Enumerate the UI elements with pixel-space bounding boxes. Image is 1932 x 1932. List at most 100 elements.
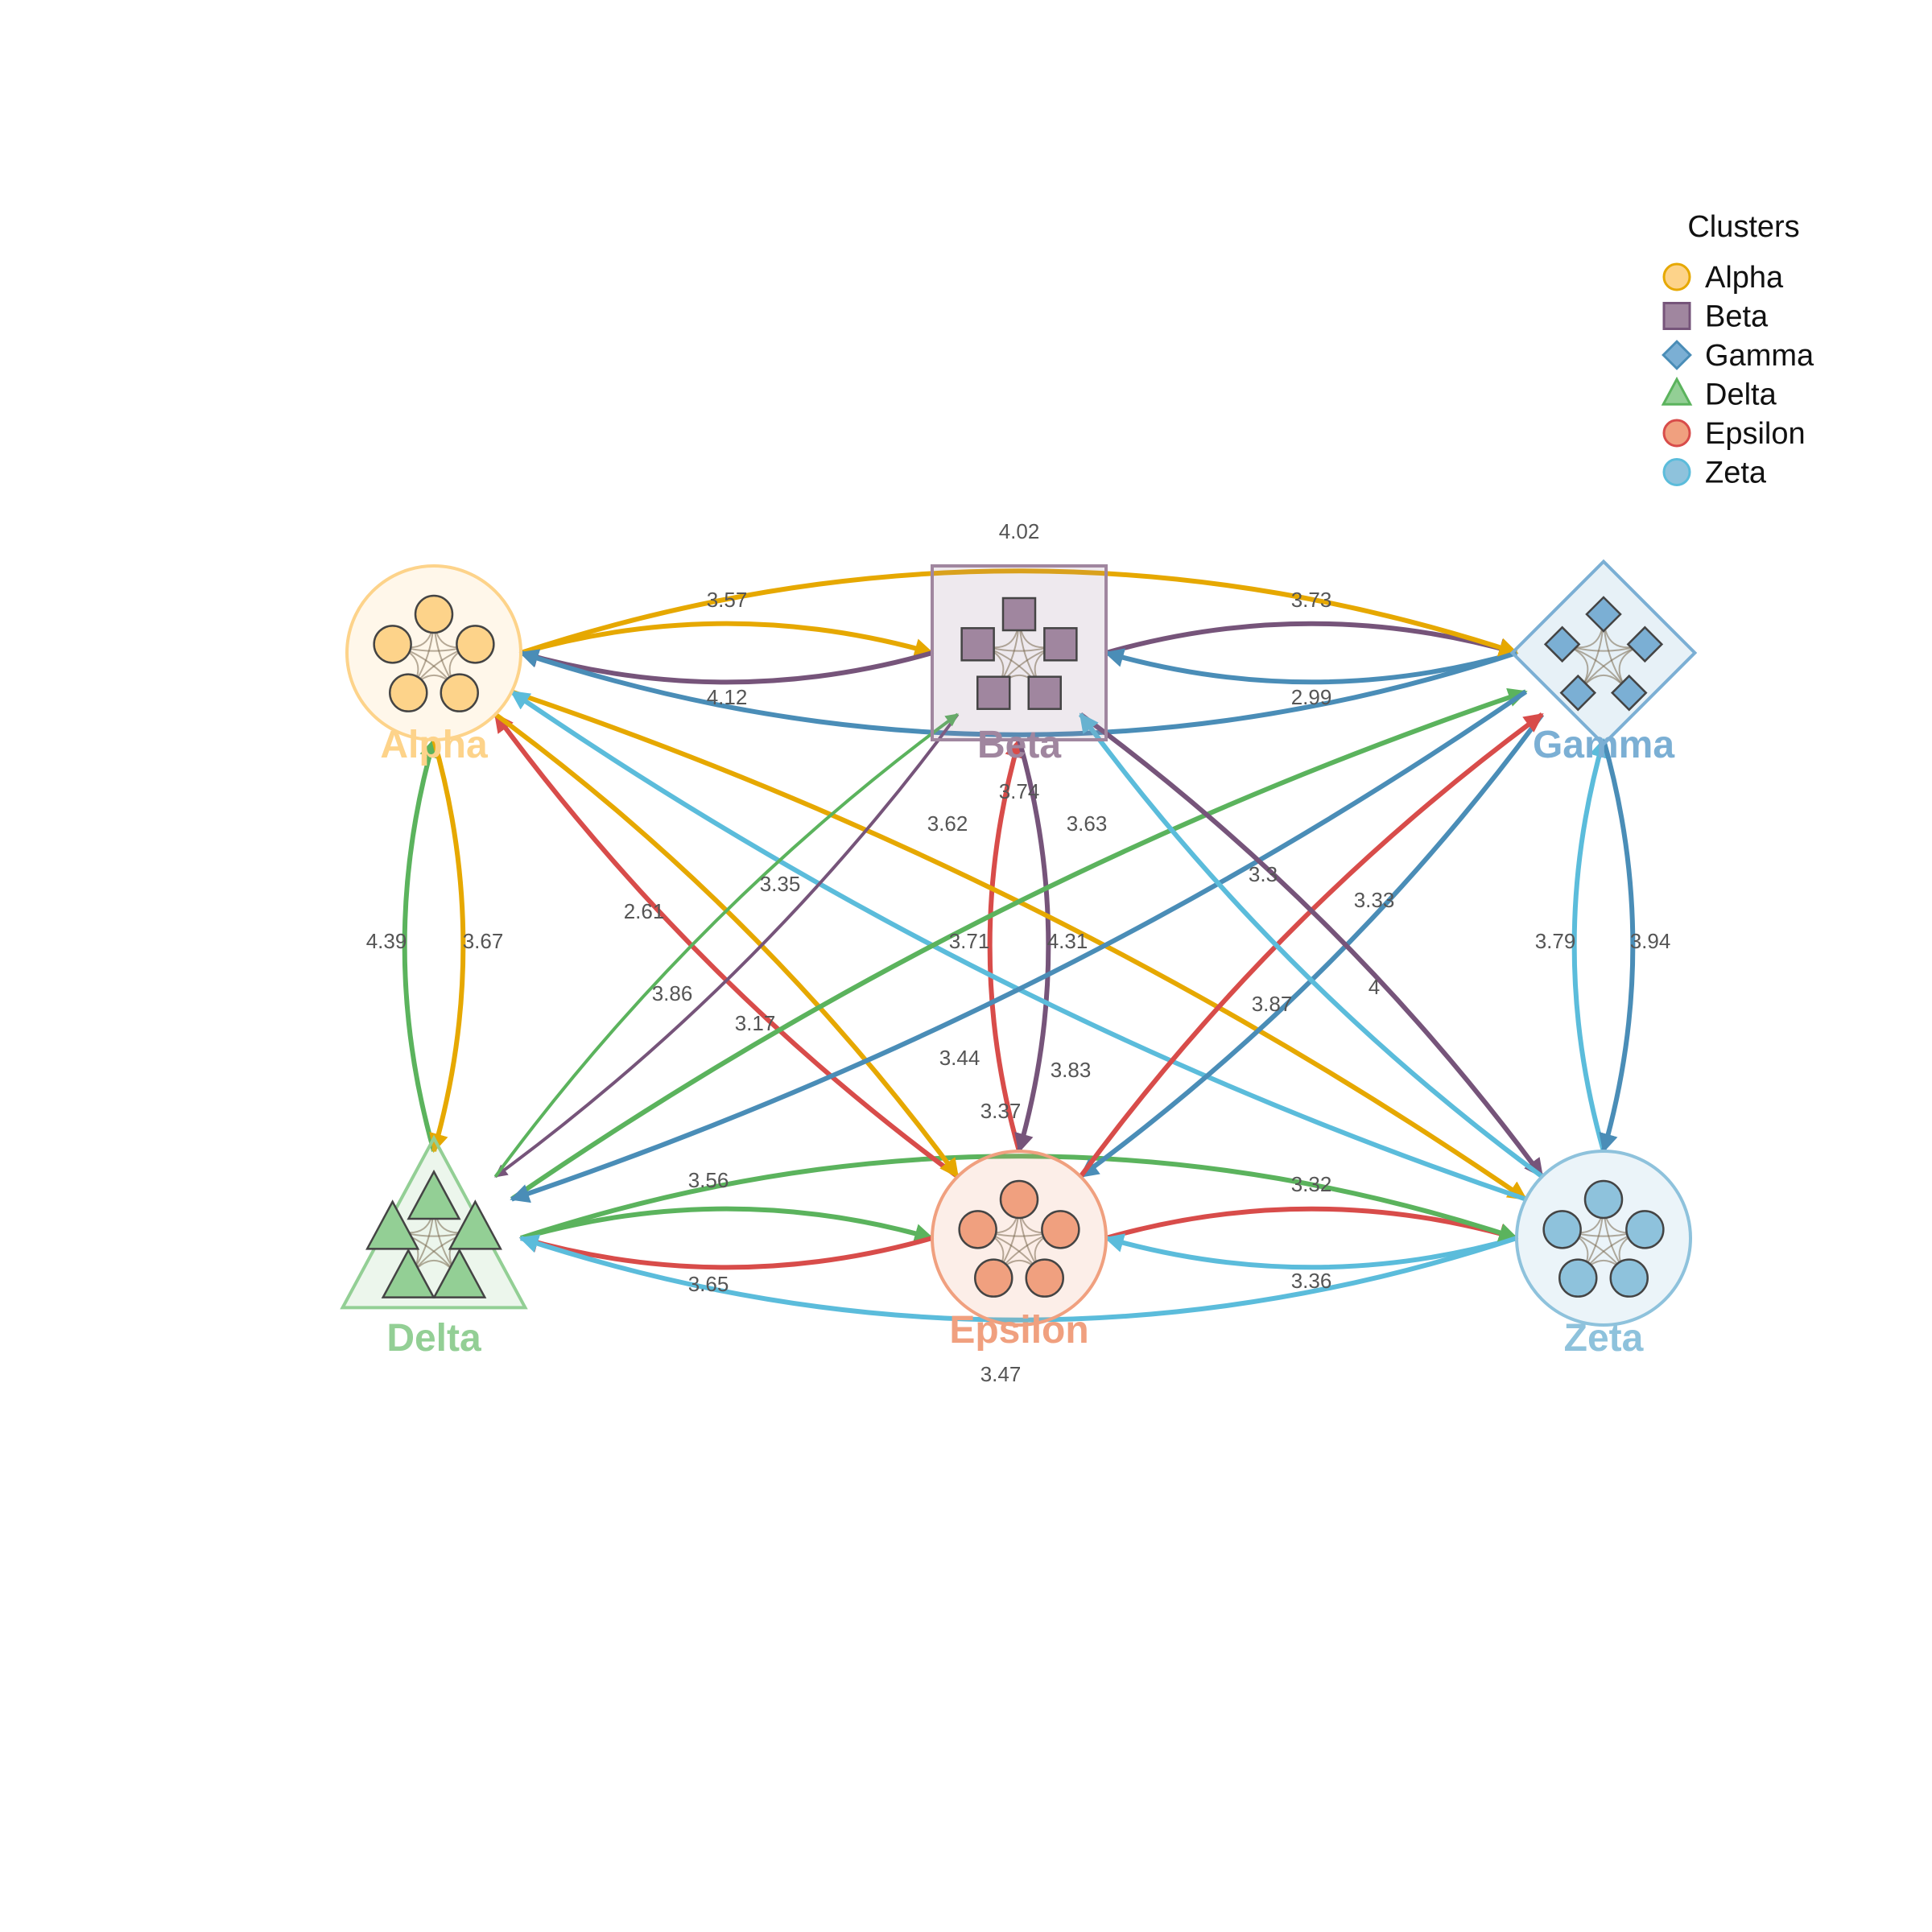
edge-weight-label: 4.39 (366, 929, 407, 953)
legend-title: Clusters (1687, 210, 1799, 244)
edge-weight-label: 4.12 (707, 685, 748, 709)
edge-alpha-to-beta (520, 621, 935, 658)
member-node (414, 594, 454, 634)
member-node (365, 1199, 420, 1250)
cluster-delta[interactable]: Delta (340, 1134, 528, 1360)
legend-item-gamma[interactable]: Gamma (1662, 339, 1814, 373)
edge-weight-label: 2.61 (624, 899, 665, 923)
member-node (1626, 625, 1664, 663)
edge-weight-label: 3.17 (735, 1011, 776, 1035)
member-node (1583, 1179, 1624, 1220)
edge-weight-label: 3.83 (1051, 1058, 1092, 1082)
cluster-boundary (340, 1134, 528, 1310)
member-node (1625, 1210, 1665, 1249)
edge-weight-label: 3.35 (760, 872, 801, 896)
legend-item-beta[interactable]: Beta (1662, 300, 1769, 334)
member-node (448, 1199, 502, 1250)
member-node (381, 1248, 436, 1298)
edge-weight-label: 3.79 (1535, 929, 1576, 953)
legend-label: Gamma (1705, 339, 1814, 373)
edge-gamma-to-epsilon (1079, 712, 1545, 1179)
legend-marker-square-icon (1662, 302, 1691, 330)
edge-beta-to-epsilon (1014, 739, 1051, 1154)
cluster-alpha[interactable]: Alpha (345, 564, 522, 766)
edge-weight-label: 3.94 (1630, 929, 1671, 953)
member-node (1610, 674, 1648, 712)
cluster-beta[interactable]: Beta (931, 564, 1108, 766)
member-node (1543, 625, 1581, 663)
cluster-zeta[interactable]: Zeta (1515, 1150, 1692, 1360)
member-node (407, 1169, 461, 1220)
edge-weight-label: 3.62 (927, 811, 968, 836)
cluster-boundary (931, 564, 1108, 741)
member-node (456, 625, 495, 664)
edge-gamma-to-alpha (518, 649, 1517, 737)
member-node (1585, 596, 1622, 633)
edge-epsilon-to-gamma (1078, 712, 1544, 1179)
member-node (960, 627, 995, 662)
legend-item-zeta[interactable]: Zeta (1662, 456, 1767, 490)
legend-label: Alpha (1705, 261, 1784, 295)
edge-epsilon-to-delta (518, 1233, 933, 1270)
edge-epsilon-to-beta (987, 737, 1024, 1152)
edge-zeta-to-beta (1078, 712, 1544, 1179)
edge-epsilon-to-alpha (493, 712, 960, 1179)
edge-delta-to-alpha (402, 737, 439, 1152)
edge-epsilon-to-zeta (1105, 1206, 1519, 1243)
cluster-label: Delta (386, 1317, 481, 1360)
edge-alpha-to-epsilon (493, 712, 960, 1179)
edge-beta-to-delta (494, 713, 960, 1179)
edge-zeta-to-delta (518, 1234, 1517, 1323)
edge-weight-label: 3.36 (1291, 1269, 1332, 1293)
cluster-boundary (1509, 559, 1698, 747)
edge-weight-label: 3.37 (980, 1099, 1022, 1123)
legend-item-alpha[interactable]: Alpha (1662, 261, 1784, 295)
member-node (974, 1258, 1013, 1298)
legend-label: Delta (1705, 378, 1777, 412)
edge-weight-label: 3.57 (707, 588, 748, 612)
edge-weight-label: 3.33 (1354, 888, 1395, 912)
edge-weight-label: 3.56 (688, 1168, 729, 1192)
cluster-epsilon[interactable]: Epsilon (931, 1150, 1108, 1352)
edge-delta-to-zeta (520, 1154, 1519, 1242)
member-node (1559, 674, 1597, 712)
edge-alpha-to-delta (429, 739, 466, 1154)
legend-marker-circle-icon (1662, 458, 1691, 486)
cluster-label: Alpha (380, 724, 488, 766)
member-node (1001, 597, 1037, 632)
legend-label: Beta (1705, 300, 1769, 334)
edge-weight-label: 3.63 (1067, 811, 1108, 836)
cluster-label: Beta (977, 724, 1061, 766)
member-node (958, 1210, 997, 1249)
edge-beta-to-zeta (1079, 712, 1545, 1179)
member-node (432, 1248, 487, 1298)
edge-weight-label: 3.3 (1249, 862, 1278, 886)
member-node (976, 675, 1011, 710)
member-node (1043, 627, 1078, 662)
edge-gamma-to-delta (510, 689, 1528, 1203)
edge-beta-to-gamma (1105, 621, 1519, 658)
legend-marker-circle-icon (1662, 262, 1691, 291)
edge-weight-label: 3.71 (949, 929, 990, 953)
edge-weight-label: 4.31 (1047, 929, 1088, 953)
edge-zeta-to-epsilon (1104, 1233, 1517, 1270)
edge-weight-label: 3.32 (1291, 1172, 1332, 1196)
legend-label: Epsilon (1705, 417, 1806, 451)
edge-alpha-to-zeta (510, 689, 1528, 1202)
member-node (373, 625, 412, 664)
cluster-gamma[interactable]: Gamma (1509, 559, 1698, 766)
cluster-label: Zeta (1564, 1317, 1644, 1360)
edge-weight-label: 3.87 (1252, 992, 1293, 1016)
legend-item-epsilon[interactable]: Epsilon (1662, 417, 1806, 451)
member-node (389, 673, 428, 712)
cluster-label: Epsilon (949, 1309, 1088, 1352)
legend-item-delta[interactable]: Delta (1661, 376, 1777, 412)
edge-zeta-to-gamma (1571, 737, 1608, 1152)
edge-weight-label: 3.86 (652, 981, 693, 1005)
edge-gamma-to-beta (1104, 648, 1517, 685)
edge-weight-label: 3.65 (688, 1272, 729, 1296)
member-node (999, 1179, 1039, 1220)
